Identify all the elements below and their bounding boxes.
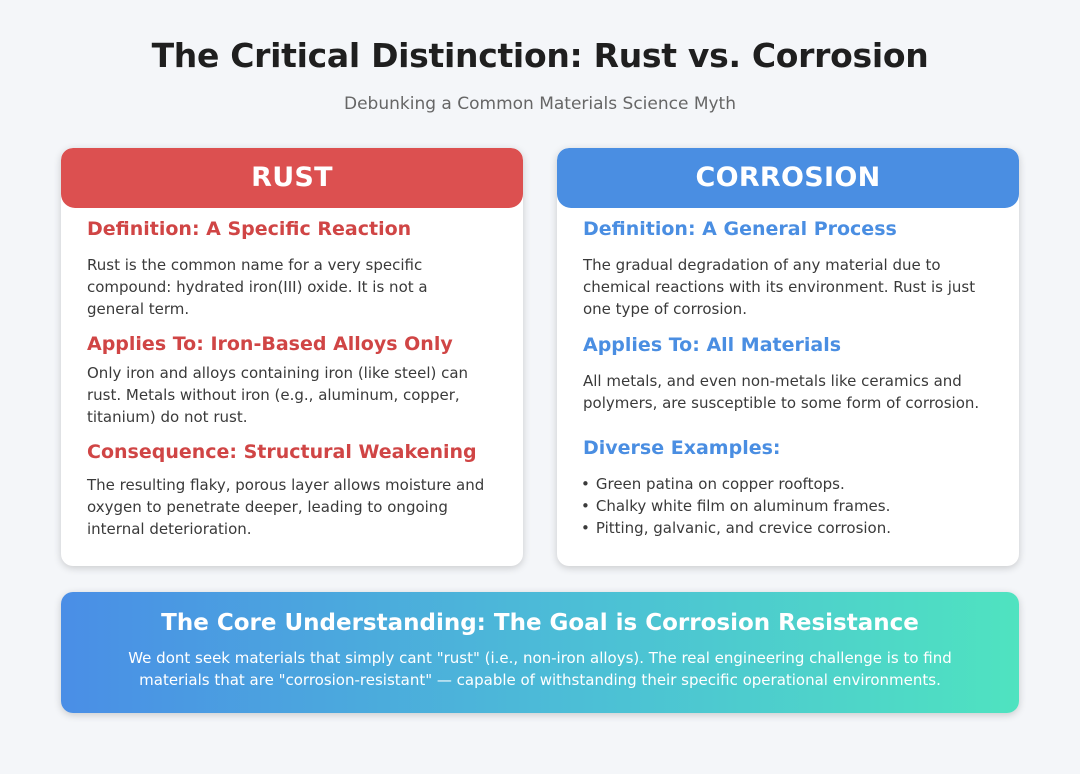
page-subtitle: Debunking a Common Materials Science Myt… xyxy=(343,94,736,114)
banner-text: We dont seek materials that simply cant … xyxy=(128,649,952,689)
corrosion-applies-heading: Applies To: All Materials xyxy=(583,334,842,356)
corrosion-examples-heading: Diverse Examples: xyxy=(583,437,781,459)
corrosion-applies-text: All metals, and even non-metals like cer… xyxy=(583,372,980,412)
page-title: The Critical Distinction: Rust vs. Corro… xyxy=(151,36,929,75)
list-item: Green patina on copper rooftops. xyxy=(581,473,1001,495)
banner-heading: The Core Understanding: The Goal is Corr… xyxy=(161,610,919,636)
corrosion-definition-heading: Definition: A General Process xyxy=(583,218,897,240)
rust-definition-text: Rust is the common name for a very speci… xyxy=(87,256,428,318)
corrosion-card-header: CORROSION xyxy=(557,148,1019,208)
rust-applies-heading: Applies To: Iron-Based Alloys Only xyxy=(87,333,453,355)
corrosion-definition-text: The gradual degradation of any material … xyxy=(583,256,976,318)
rust-card: RUST Definition: A Specific Reaction Rus… xyxy=(61,148,523,566)
core-understanding-banner: The Core Understanding: The Goal is Corr… xyxy=(61,592,1019,713)
corrosion-card: CORROSION Definition: A General Process … xyxy=(557,148,1019,566)
rust-consequence-heading: Consequence: Structural Weakening xyxy=(87,441,477,463)
rust-applies-text: Only iron and alloys containing iron (li… xyxy=(87,364,469,426)
rust-card-header: RUST xyxy=(61,148,523,208)
rust-consequence-text: The resulting flaky, porous layer allows… xyxy=(87,476,485,538)
corrosion-examples-list: Green patina on copper rooftops. Chalky … xyxy=(581,473,1001,539)
rust-definition-heading: Definition: A Specific Reaction xyxy=(87,218,412,240)
list-item: Pitting, galvanic, and crevice corrosion… xyxy=(581,517,1001,539)
list-item: Chalky white film on aluminum frames. xyxy=(581,495,1001,517)
